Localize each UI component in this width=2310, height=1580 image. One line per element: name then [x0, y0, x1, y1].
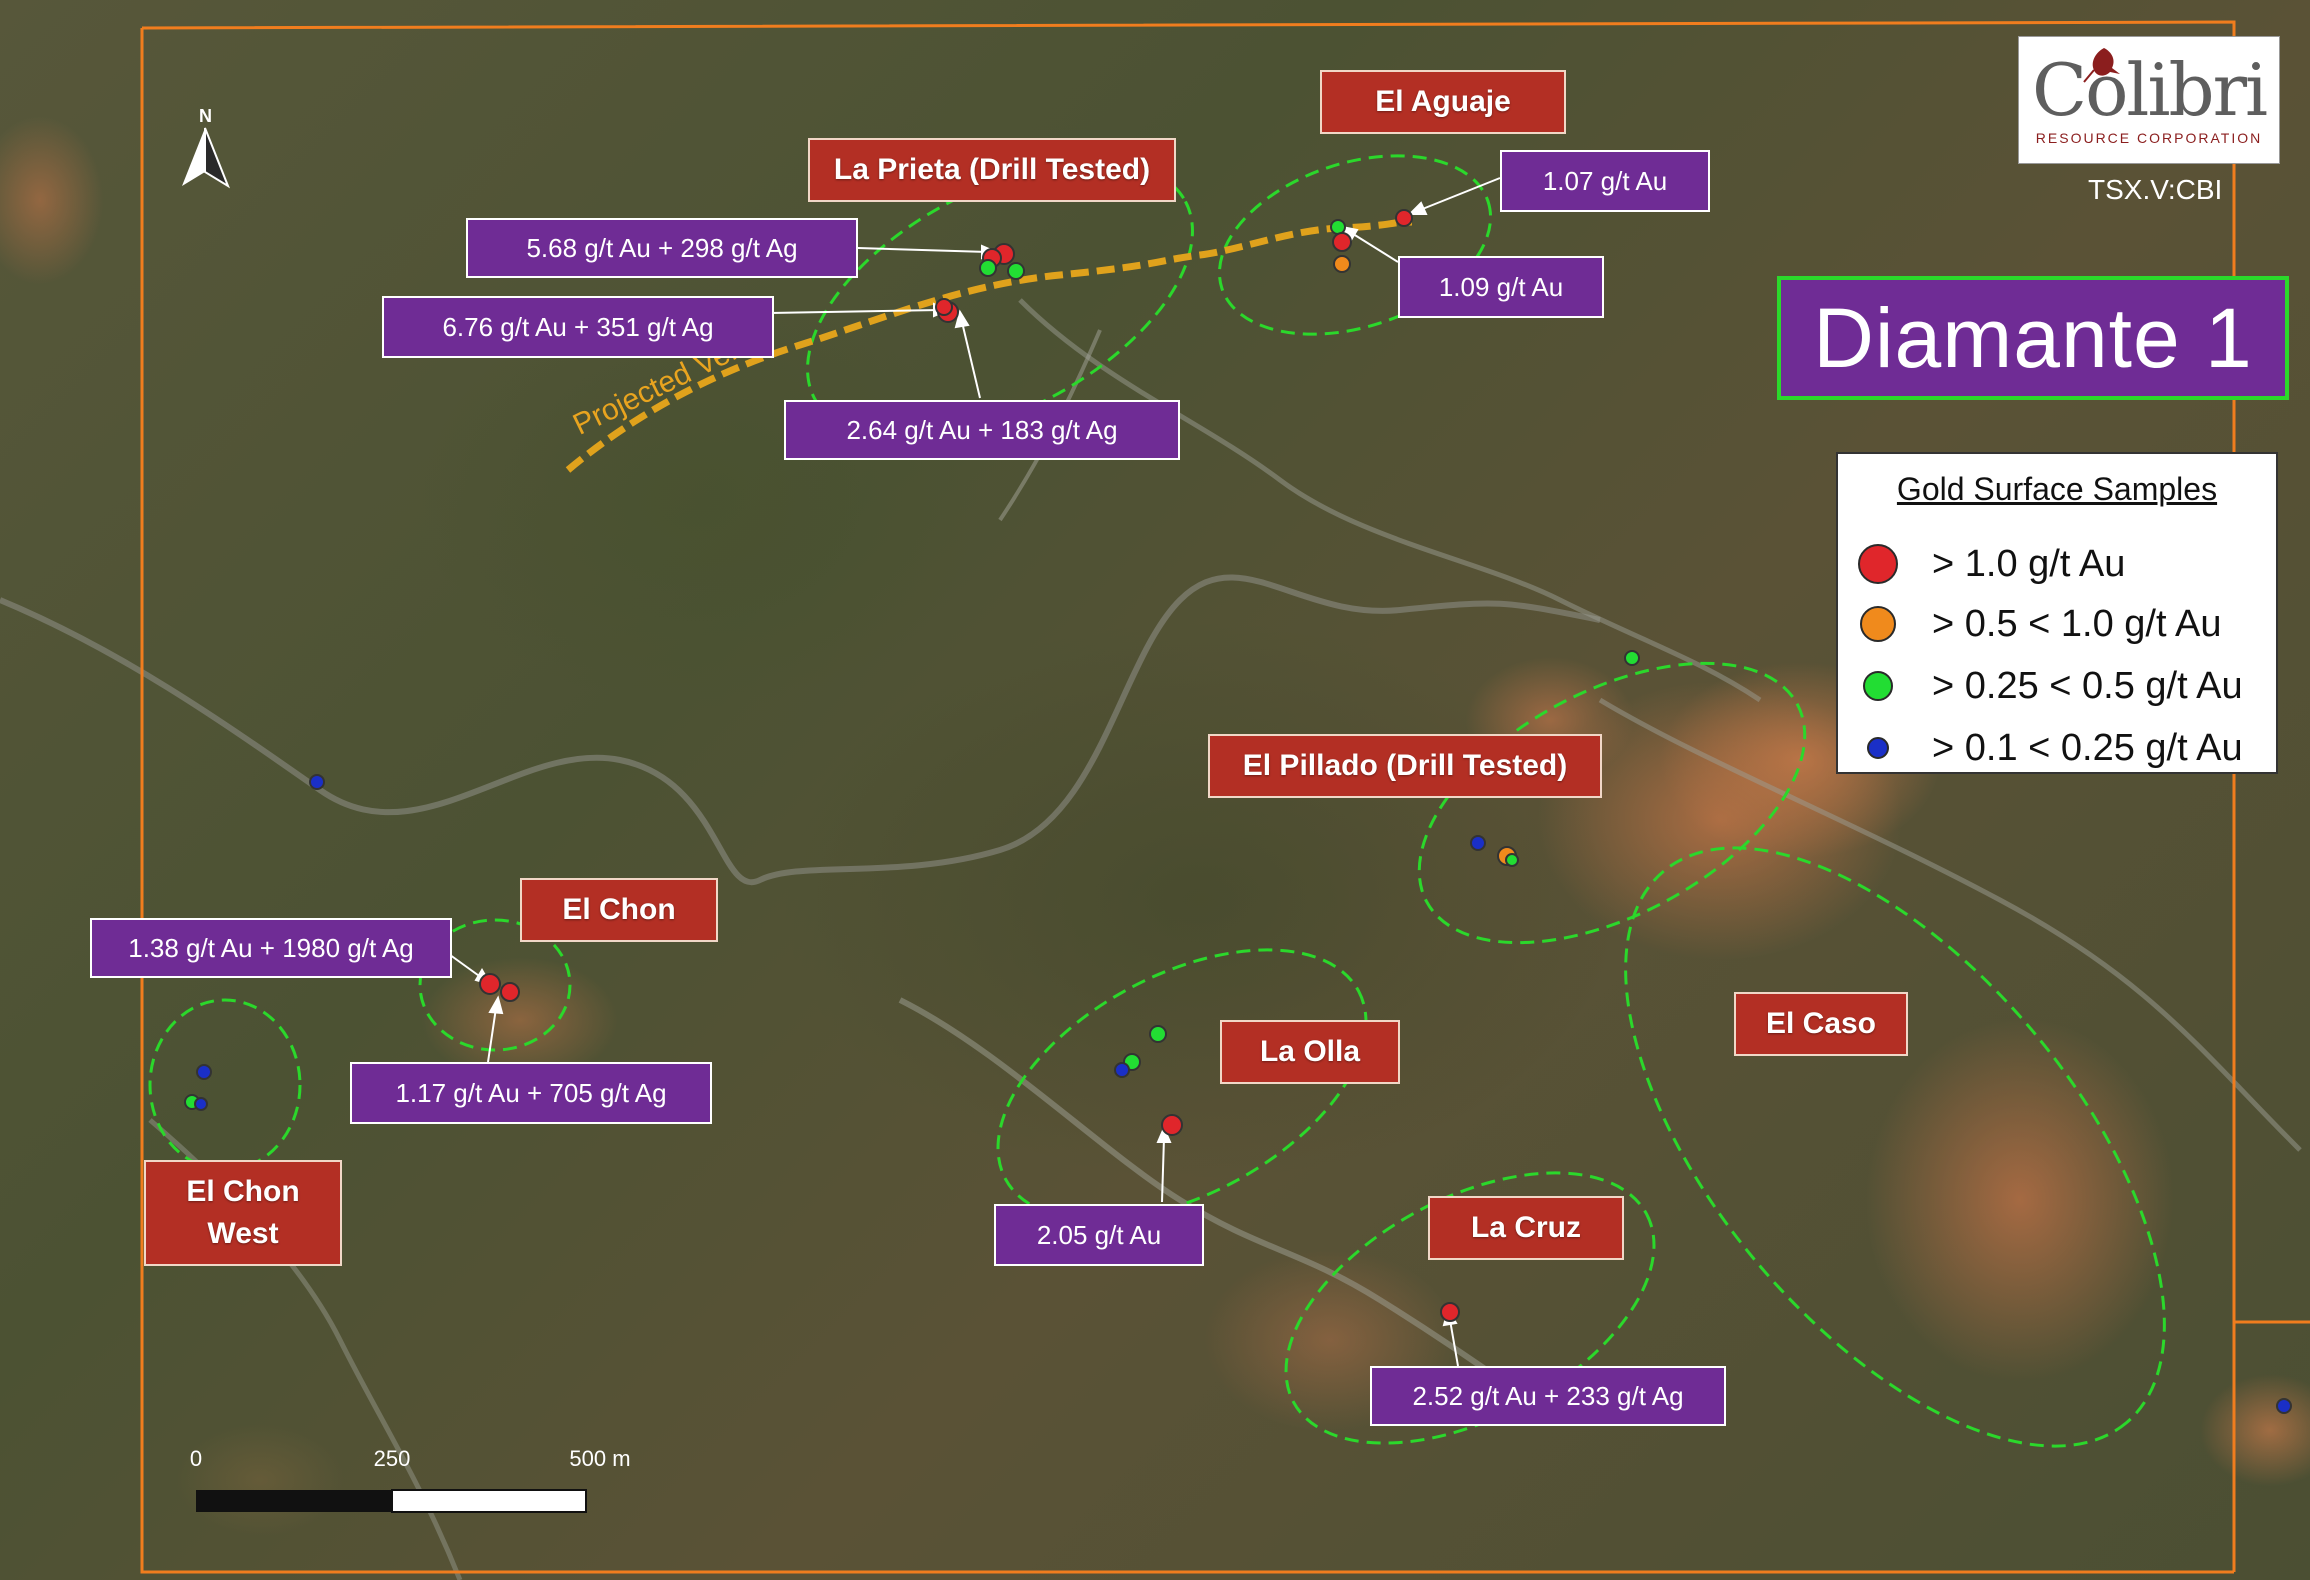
river-path [0, 574, 1601, 886]
sample-point-red[interactable] [1161, 1114, 1183, 1136]
assay-label[interactable]: 6.76 g/t Au + 351 g/t Ag [382, 296, 774, 358]
leader-arrow [487, 1007, 497, 1063]
zone-label-el-aguaje[interactable]: El Aguaje [1320, 70, 1566, 134]
projected-vein-line [565, 218, 1413, 473]
leader-arrow [769, 309, 941, 314]
legend-item-blue: > 0.1 < 0.25 g/t Au [1838, 718, 2243, 778]
assay-label[interactable]: 5.68 g/t Au + 298 g/t Ag [466, 218, 858, 278]
assay-label[interactable]: 1.38 g/t Au + 1980 g/t Ag [90, 918, 452, 978]
logo-wordmark: Colibri [2031, 48, 2268, 132]
sample-point-red[interactable] [1395, 209, 1413, 227]
leader-arrow-head [1156, 1125, 1172, 1143]
scale-label-0: 0 [189, 1446, 203, 1471]
sample-point-blue[interactable] [194, 1097, 208, 1111]
project-title: Diamante 1 [1777, 276, 2289, 400]
assay-label[interactable]: 1.17 g/t Au + 705 g/t Ag [350, 1062, 712, 1124]
sample-point-green[interactable] [1505, 853, 1519, 867]
legend-title: Gold Surface Samples [1896, 471, 2218, 507]
sample-point-green[interactable] [1624, 650, 1640, 666]
leader-arrow [1349, 231, 1399, 263]
scale-label-500: 500 m [569, 1446, 631, 1471]
legend-label: > 0.1 < 0.25 g/t Au [1932, 726, 2243, 769]
legend: Gold Surface Samples > 1.0 g/t Au > 0.5 … [1836, 452, 2278, 774]
zone-label-el-caso[interactable]: El Caso [1734, 992, 1908, 1056]
logo-subtitle: RESOURCE CORPORATION [2035, 130, 2263, 146]
legend-item-orange: > 0.5 < 1.0 g/t Au [1838, 594, 2221, 654]
leader-arrow [1419, 177, 1501, 211]
sample-point-blue[interactable] [1114, 1062, 1130, 1078]
sample-point-red[interactable] [500, 982, 520, 1002]
sample-point-orange[interactable] [1333, 255, 1351, 273]
sample-point-blue[interactable] [309, 774, 325, 790]
zone-label-el-chon-west[interactable]: El Chon West [144, 1160, 342, 1266]
sample-point-red[interactable] [1440, 1302, 1460, 1322]
hummingbird-icon [2083, 48, 2120, 83]
sample-point-green[interactable] [1007, 262, 1025, 280]
leader-arrow [857, 247, 989, 253]
sample-point-red[interactable] [479, 973, 501, 995]
leader-arrow-head [488, 995, 504, 1015]
zone-outline-el-pillado [1417, 661, 1807, 945]
property-boundary [141, 20, 2236, 1572]
sample-point-red[interactable] [1332, 232, 1352, 252]
legend-label: > 0.25 < 0.5 g/t Au [1932, 664, 2243, 707]
assay-label[interactable]: 2.64 g/t Au + 183 g/t Ag [784, 400, 1180, 460]
green-dot-icon [1863, 671, 1893, 701]
assay-label[interactable]: 1.09 g/t Au [1398, 256, 1604, 318]
legend-item-green: > 0.25 < 0.5 g/t Au [1838, 656, 2243, 716]
assay-label[interactable]: 2.52 g/t Au + 233 g/t Ag [1370, 1366, 1726, 1426]
sample-point-green[interactable] [1149, 1025, 1167, 1043]
leader-arrow-head [954, 309, 970, 329]
river-path [1018, 298, 1762, 703]
zone-outline-el-chon-west [148, 998, 302, 1172]
leader-arrow [1449, 1319, 1459, 1367]
legend-label: > 1.0 g/t Au [1932, 542, 2126, 585]
scale-bar [196, 1489, 587, 1513]
company-logo: Colibri RESOURCE CORPORATION [2018, 36, 2280, 164]
north-label: N [199, 106, 212, 126]
sample-point-green[interactable] [979, 259, 997, 277]
zone-label-la-prieta[interactable]: La Prieta (Drill Tested) [808, 138, 1176, 202]
sample-point-blue[interactable] [1470, 835, 1486, 851]
zone-label-el-chon-west-line1: El Chon [186, 1175, 300, 1208]
leader-arrow [445, 951, 483, 979]
legend-label: > 0.5 < 1.0 g/t Au [1932, 602, 2222, 645]
orange-dot-icon [1860, 606, 1896, 642]
zone-label-el-pillado[interactable]: El Pillado (Drill Tested) [1208, 734, 1602, 798]
zone-outline-el-aguaje [1217, 154, 1493, 336]
legend-item-red: > 1.0 g/t Au [1838, 534, 2125, 594]
sample-point-blue[interactable] [196, 1064, 212, 1080]
north-arrow [182, 127, 231, 189]
zone-outline-el-caso [1624, 846, 2166, 1448]
blue-dot-icon [1867, 737, 1889, 759]
zone-outline-el-chon [418, 918, 572, 1052]
scale-label-250: 250 [373, 1446, 411, 1471]
ticker-symbol: TSX.V:CBI [2088, 174, 2223, 205]
property-boundary [140, 28, 2234, 1574]
leader-arrow [1161, 1137, 1165, 1203]
assay-label[interactable]: 2.05 g/t Au [994, 1204, 1204, 1266]
zone-label-la-cruz[interactable]: La Cruz [1428, 1196, 1624, 1260]
river-path [898, 997, 1562, 1423]
sample-point-green[interactable] [1330, 219, 1346, 235]
assay-label[interactable]: 1.07 g/t Au [1500, 150, 1710, 212]
leader-arrow [961, 321, 981, 399]
zone-label-el-chon-west-line2: West [207, 1217, 279, 1250]
red-dot-icon [1858, 544, 1898, 584]
sample-point-red[interactable] [935, 298, 953, 316]
sample-point-blue[interactable] [2276, 1398, 2292, 1414]
zone-label-el-chon[interactable]: El Chon [520, 878, 718, 942]
zone-outline-la-cruz [1284, 1171, 1656, 1445]
zone-outline-la-olla [996, 948, 1368, 1222]
river-path [1598, 697, 2302, 1152]
leader-arrow-head [1407, 201, 1428, 215]
zone-label-la-olla[interactable]: La Olla [1220, 1020, 1400, 1084]
